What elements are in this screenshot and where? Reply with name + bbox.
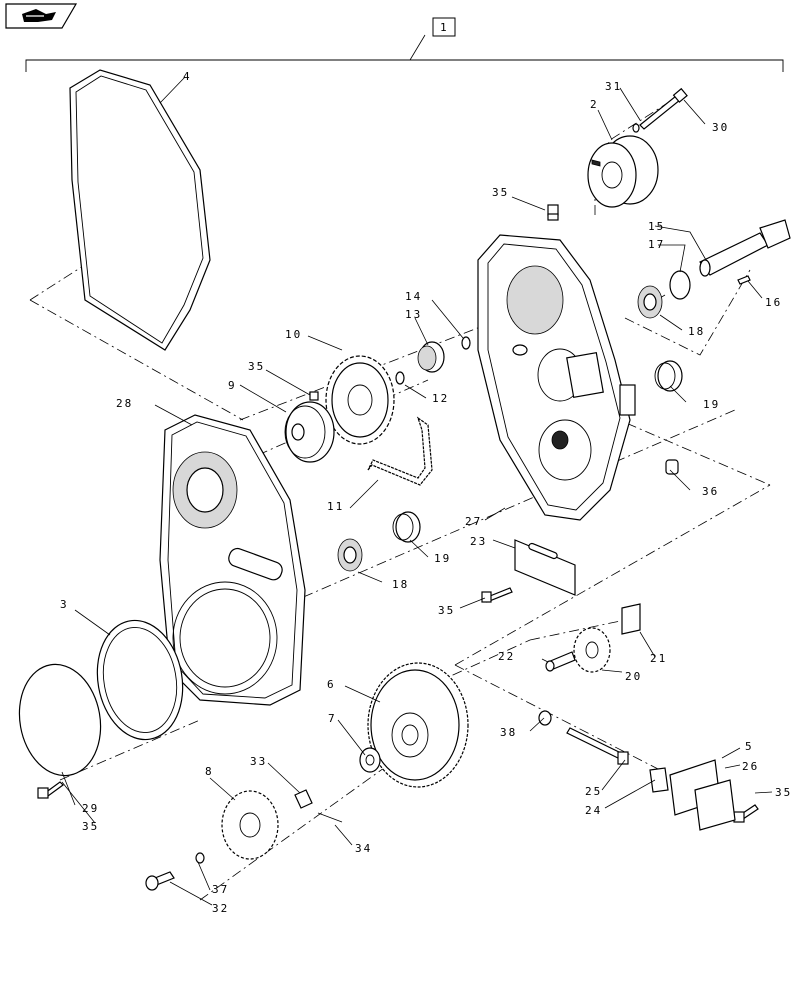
washer-7 xyxy=(359,747,381,773)
callout-35-e: 35 xyxy=(775,786,792,799)
washer-38 xyxy=(538,710,552,726)
front-cover-28 xyxy=(159,414,306,706)
washer-37 xyxy=(195,852,205,864)
flange-9 xyxy=(284,401,335,463)
next-page-button[interactable] xyxy=(5,3,78,29)
callout-24: 24 xyxy=(585,804,602,817)
rear-housing-27 xyxy=(477,234,636,521)
callout-4: 4 xyxy=(183,70,192,83)
ring-14 xyxy=(461,336,471,350)
next-page-arrow-icon xyxy=(22,9,56,22)
callout-33: 33 xyxy=(250,755,267,768)
callout-23: 23 xyxy=(470,535,487,548)
hub-2 xyxy=(587,135,659,208)
callout-6: 6 xyxy=(327,678,336,691)
callout-25: 25 xyxy=(585,785,602,798)
ring-12 xyxy=(395,371,405,385)
callout-15: 15 xyxy=(648,220,665,233)
callout-3: 3 xyxy=(60,598,69,611)
callout-38: 38 xyxy=(500,726,517,739)
plate-26 xyxy=(694,779,736,831)
spacer-36 xyxy=(665,459,679,475)
callout-35-d: 35 xyxy=(82,820,99,833)
gear-6 xyxy=(367,662,469,788)
bolt-30 xyxy=(639,87,688,130)
callout-28: 28 xyxy=(116,397,133,410)
callout-7: 7 xyxy=(328,712,337,725)
callout-27: 27 xyxy=(465,515,482,528)
assembly-number: 1 xyxy=(440,21,449,34)
callout-20: 20 xyxy=(625,670,642,683)
callout-30: 30 xyxy=(712,121,729,134)
bolt-32 xyxy=(145,871,175,891)
pin-22 xyxy=(545,651,576,672)
bolt-35-d xyxy=(37,781,64,799)
callout-29: 29 xyxy=(82,802,99,815)
callout-labels: 4 31 2 30 35 15 17 16 14 13 18 10 35 9 1… xyxy=(60,70,792,915)
callout-18-a: 18 xyxy=(688,325,705,338)
bolt-35-e xyxy=(733,804,759,823)
nut-33 xyxy=(294,789,313,809)
leader-lines xyxy=(61,76,773,906)
bearing-18-lower xyxy=(337,538,363,572)
callout-37: 37 xyxy=(212,883,229,896)
washer-31 xyxy=(632,123,640,133)
callout-22: 22 xyxy=(498,650,515,663)
callout-14: 14 xyxy=(405,290,422,303)
sprocket-10 xyxy=(325,355,395,445)
bearing-18-upper xyxy=(637,285,663,319)
gasket-3 xyxy=(96,619,184,741)
block-21 xyxy=(621,603,641,635)
callout-35-b: 35 xyxy=(248,360,265,373)
bolt-25 xyxy=(566,727,629,765)
pin-34 xyxy=(317,812,343,823)
gear-8 xyxy=(221,790,279,860)
callout-11: 11 xyxy=(327,500,344,513)
callout-16: 16 xyxy=(765,296,782,309)
callout-31: 31 xyxy=(605,80,622,93)
callout-2: 2 xyxy=(590,98,599,111)
plate-23 xyxy=(514,539,576,596)
assembly-bracket xyxy=(25,17,784,72)
bolt-35-b xyxy=(309,391,319,401)
callout-12: 12 xyxy=(432,392,449,405)
callout-13: 13 xyxy=(405,308,422,321)
bolt-35-c xyxy=(481,587,513,603)
callout-26: 26 xyxy=(742,760,759,773)
ring-19-lower xyxy=(392,511,421,543)
callout-9: 9 xyxy=(228,379,237,392)
callout-21: 21 xyxy=(650,652,667,665)
bearing-13 xyxy=(417,341,445,373)
callout-32: 32 xyxy=(212,902,229,915)
shaft-15 xyxy=(699,219,791,277)
ring-19-upper xyxy=(654,360,683,392)
callout-10: 10 xyxy=(285,328,302,341)
key-16 xyxy=(737,275,751,285)
callout-35-a: 35 xyxy=(492,186,509,199)
sprocket-20 xyxy=(573,627,611,673)
callout-17: 17 xyxy=(648,238,665,251)
callout-34: 34 xyxy=(355,842,372,855)
bolt-35-a xyxy=(547,204,559,221)
bracket-24 xyxy=(649,767,669,793)
callout-5: 5 xyxy=(745,740,754,753)
callout-18-b: 18 xyxy=(392,578,409,591)
callout-35-c: 35 xyxy=(438,604,455,617)
chain-11 xyxy=(367,416,433,486)
callout-8: 8 xyxy=(205,765,214,778)
callout-36: 36 xyxy=(702,485,719,498)
callout-19-a: 19 xyxy=(703,398,720,411)
gasket-4 xyxy=(69,69,211,351)
callout-19-b: 19 xyxy=(434,552,451,565)
cover-plate-29 xyxy=(18,663,102,777)
seal-17 xyxy=(669,270,691,300)
